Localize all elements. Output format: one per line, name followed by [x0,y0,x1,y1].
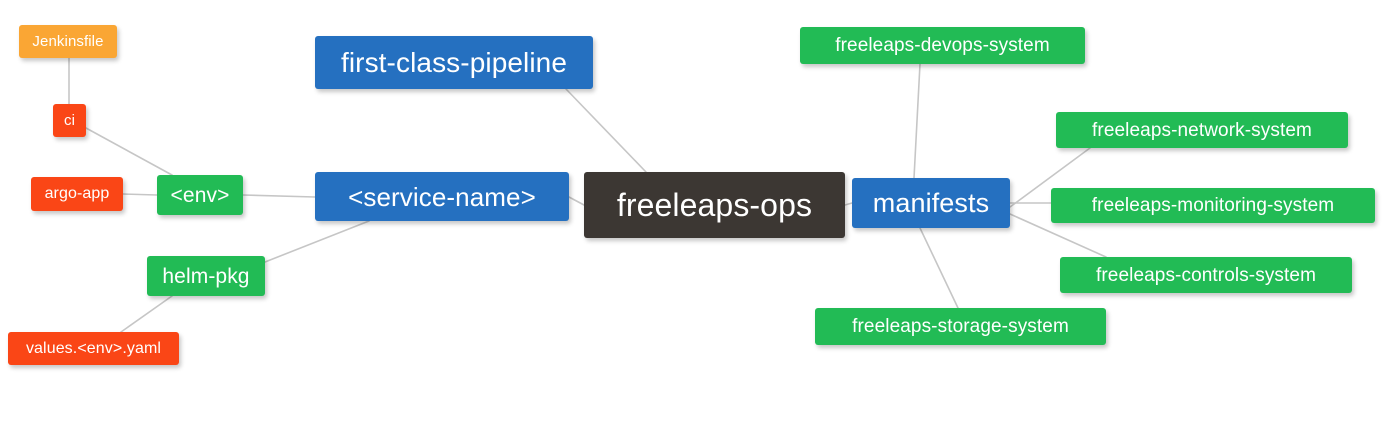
node-label-argo-app: argo-app [44,185,110,202]
edge-env-ci [85,127,173,176]
node-label-freeleaps-storage-system: freeleaps-storage-system [852,316,1069,337]
edge-manifests-storage [919,227,959,309]
edge-ops-service-name [568,196,585,206]
edge-ops-first-class-pipeline [565,88,647,173]
node-label-jenkinsfile: Jenkinsfile [32,33,104,50]
edge-helm-pkg-values-yaml [120,295,173,333]
node-service-name[interactable]: <service-name> [315,172,569,221]
edge-manifests-devops [913,63,921,179]
node-label-freeleaps-monitoring-system: freeleaps-monitoring-system [1091,195,1335,216]
node-label-values-yaml: values.<env>.yaml [25,339,162,357]
edge-env-argo-app [122,193,158,196]
node-label-freeleaps-devops-system: freeleaps-devops-system [835,35,1050,56]
node-freeleaps-ops[interactable]: freeleaps-ops [584,172,845,238]
node-freeleaps-network-system[interactable]: freeleaps-network-system [1056,112,1348,148]
node-helm-pkg[interactable]: helm-pkg [147,256,265,296]
node-label-ci: ci [63,112,76,129]
edge-service-name-helm-pkg [264,220,370,263]
node-env[interactable]: <env> [157,175,243,215]
node-argo-app[interactable]: argo-app [31,177,123,211]
node-jenkinsfile[interactable]: Jenkinsfile [19,25,117,58]
node-freeleaps-controls-system[interactable]: freeleaps-controls-system [1060,257,1352,293]
node-label-freeleaps-network-system: freeleaps-network-system [1092,119,1312,141]
node-label-helm-pkg: helm-pkg [162,264,250,288]
node-freeleaps-monitoring-system[interactable]: freeleaps-monitoring-system [1051,188,1375,223]
node-freeleaps-storage-system[interactable]: freeleaps-storage-system [815,308,1106,345]
node-manifests[interactable]: manifests [852,178,1010,228]
node-label-freeleaps-ops: freeleaps-ops [616,187,813,223]
node-label-freeleaps-controls-system: freeleaps-controls-system [1095,264,1317,286]
node-label-service-name: <service-name> [348,181,536,212]
node-first-class-pipeline[interactable]: first-class-pipeline [315,36,593,89]
edge-service-name-env [242,194,316,198]
node-label-manifests: manifests [872,187,990,218]
node-label-env: <env> [170,183,230,207]
edge-ops-manifests [844,202,853,206]
node-values-yaml[interactable]: values.<env>.yaml [8,332,179,365]
node-ci[interactable]: ci [53,104,86,137]
node-label-first-class-pipeline: first-class-pipeline [340,46,568,78]
node-freeleaps-devops-system[interactable]: freeleaps-devops-system [800,27,1085,64]
